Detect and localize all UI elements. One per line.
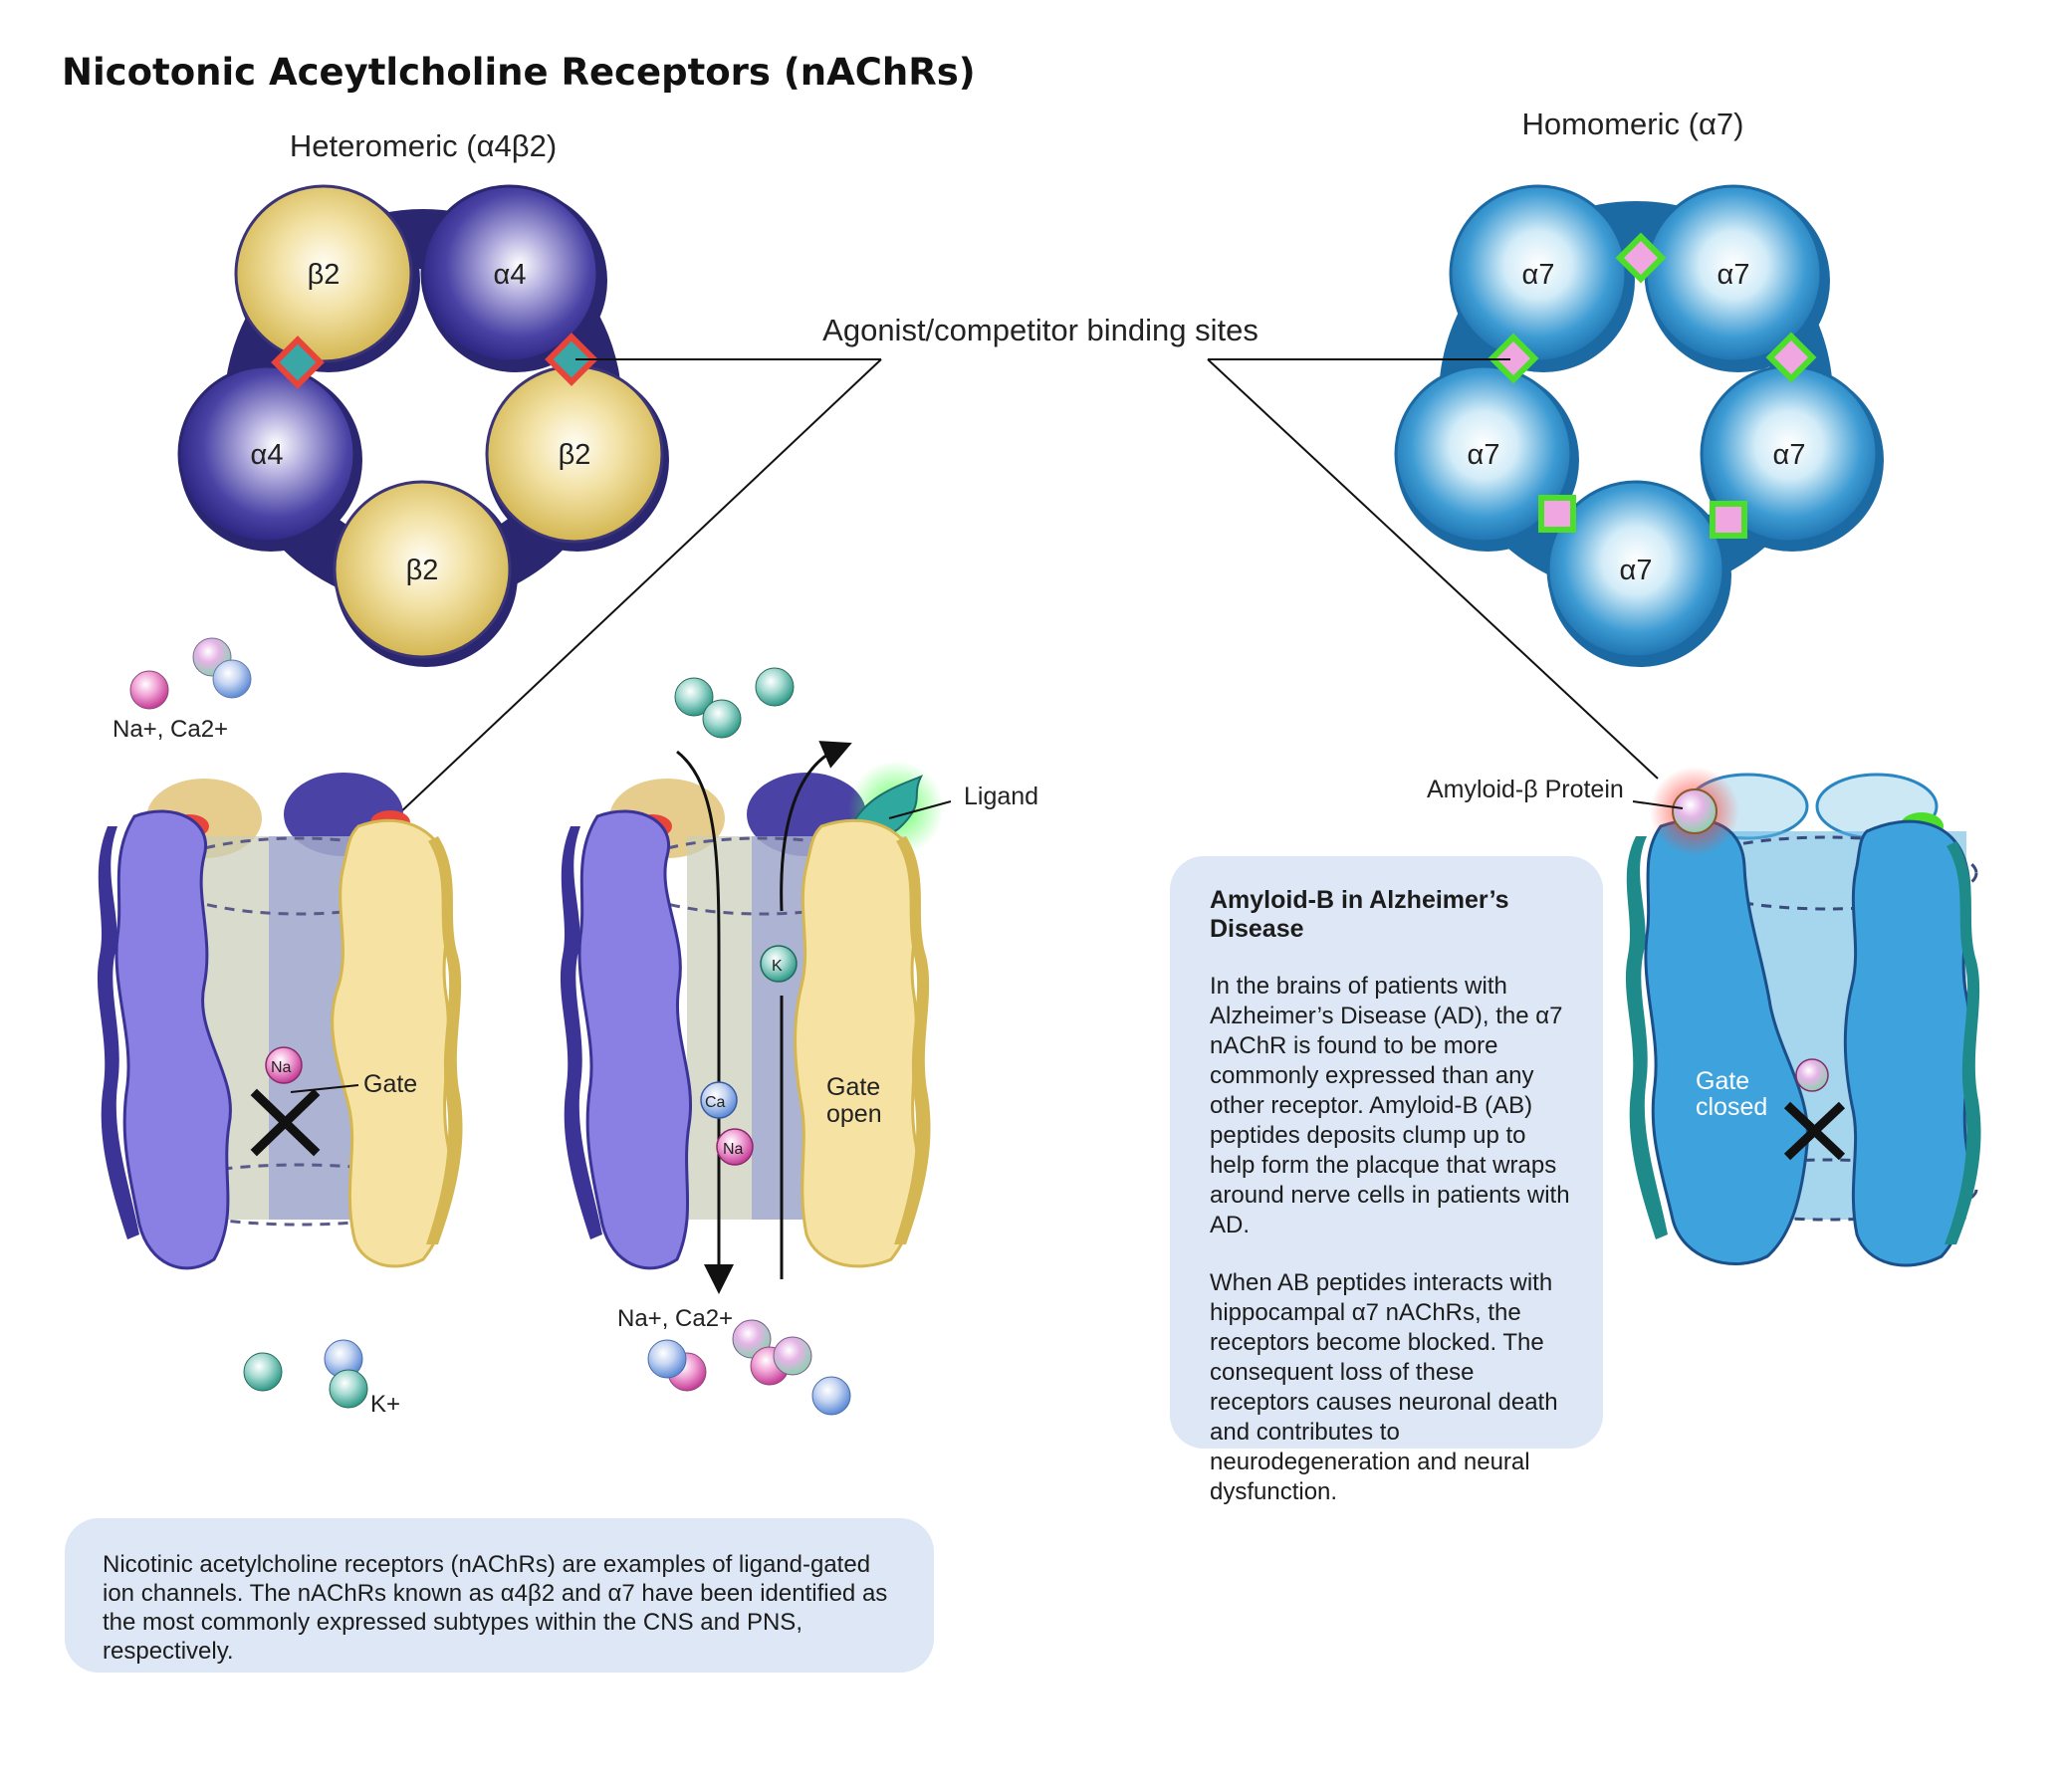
subunit-alpha7-right: α7 [1700, 364, 1884, 552]
gate-open-label: open [826, 1100, 882, 1128]
binding-site-marker [1710, 501, 1747, 539]
ion-label-k-bottom: K+ [370, 1391, 400, 1418]
gate-closed-label: Gate [1696, 1067, 1749, 1095]
ion-label-na-ca-top: Na+, Ca2+ [113, 716, 228, 743]
gate-open-label: Gate [826, 1073, 880, 1101]
binding-site-marker [1488, 333, 1539, 384]
subunit-label: α7 [1773, 439, 1806, 471]
subunit-label: α7 [1620, 555, 1653, 586]
subunit-label: β2 [559, 439, 591, 471]
ion-label: Na [723, 1141, 744, 1158]
binding-site-marker [271, 336, 325, 389]
heteromeric-label: Heteromeric (α4β2) [290, 128, 557, 163]
subunit-alpha7-left: α7 [1394, 364, 1579, 552]
alzheimers-info-box: Amyloid-B in Alzheimer’s Disease In the … [1170, 856, 1603, 1505]
subunit-alpha7-bottom: α7 [1546, 480, 1731, 667]
heteromeric-channel-open: K Ca Na Gate open Ligand [560, 749, 1038, 1294]
subunit-label: β2 [308, 259, 341, 291]
ion-label: K [772, 958, 783, 975]
subunit-beta2-bottom: β2 [333, 480, 518, 667]
alzheimers-heading: Amyloid-B in Alzheimer’s Disease [1210, 886, 1509, 943]
binding-sites-label: Agonist/competitor binding sites [822, 313, 1259, 347]
subunit-beta2-top-left: β2 [234, 184, 420, 372]
amyloid-protein [1672, 788, 1718, 834]
binding-site-marker [545, 333, 598, 386]
ion-cluster-bottom-left [243, 1339, 368, 1409]
subunit-label: α4 [251, 439, 284, 471]
summary-text: Nicotinic acetylcholine receptors (nAChR… [103, 1551, 888, 1665]
alzheimers-paragraph: When AB peptides interacts with hippocam… [1210, 1269, 1558, 1505]
heteromeric-channel-closed: Na Gate [97, 773, 463, 1270]
gate-label: Gate [363, 1070, 417, 1098]
ion-label-na-ca-bottom: Na+, Ca2+ [617, 1305, 733, 1332]
subunit-alpha7-top-right: α7 [1644, 184, 1830, 372]
gate-closed-label: closed [1696, 1093, 1767, 1121]
ligand-label: Ligand [964, 783, 1038, 810]
heteromeric-receptor: β2 α4 α4 β2 β2 [177, 184, 669, 667]
subunit-beta2-right: β2 [485, 364, 669, 552]
homomeric-receptor: α7 α7 α7 α7 α7 [1394, 184, 1884, 667]
subunit-alpha4-left: α4 [177, 364, 362, 552]
subunit-alpha7-top-left: α7 [1449, 184, 1635, 372]
ion-cluster-bottom-middle [647, 1319, 851, 1416]
ion-label: Na [271, 1059, 292, 1076]
binding-site-marker [1538, 495, 1576, 533]
amyloid-label: Amyloid-β Protein [1427, 776, 1624, 803]
binding-site-marker [1615, 232, 1667, 284]
binding-site-marker [1765, 332, 1817, 383]
subunit-alpha4-top-right: α4 [420, 184, 607, 372]
subunit-label: α7 [1718, 259, 1750, 291]
homomeric-channel-blocked: Amyloid-β Protein Gate closed [1427, 767, 1981, 1267]
subunit-label: β2 [406, 555, 439, 586]
summary-info-box: Nicotinic acetylcholine receptors (nAChR… [65, 1518, 934, 1673]
homomeric-label: Homomeric (α7) [1522, 107, 1744, 141]
alzheimers-paragraph: In the brains of patients with Alzheimer… [1210, 973, 1570, 1238]
page-title: Nicotonic Aceytlcholine Receptors (nAChR… [62, 51, 976, 94]
ion-cluster-top-middle [674, 667, 795, 739]
callout-lines [397, 358, 1659, 815]
ion-cluster-top-left [129, 637, 252, 710]
subunit-label: α7 [1468, 439, 1500, 471]
ion-label: Ca [705, 1094, 726, 1111]
subunit-label: α4 [494, 259, 527, 291]
subunit-label: α7 [1522, 259, 1555, 291]
